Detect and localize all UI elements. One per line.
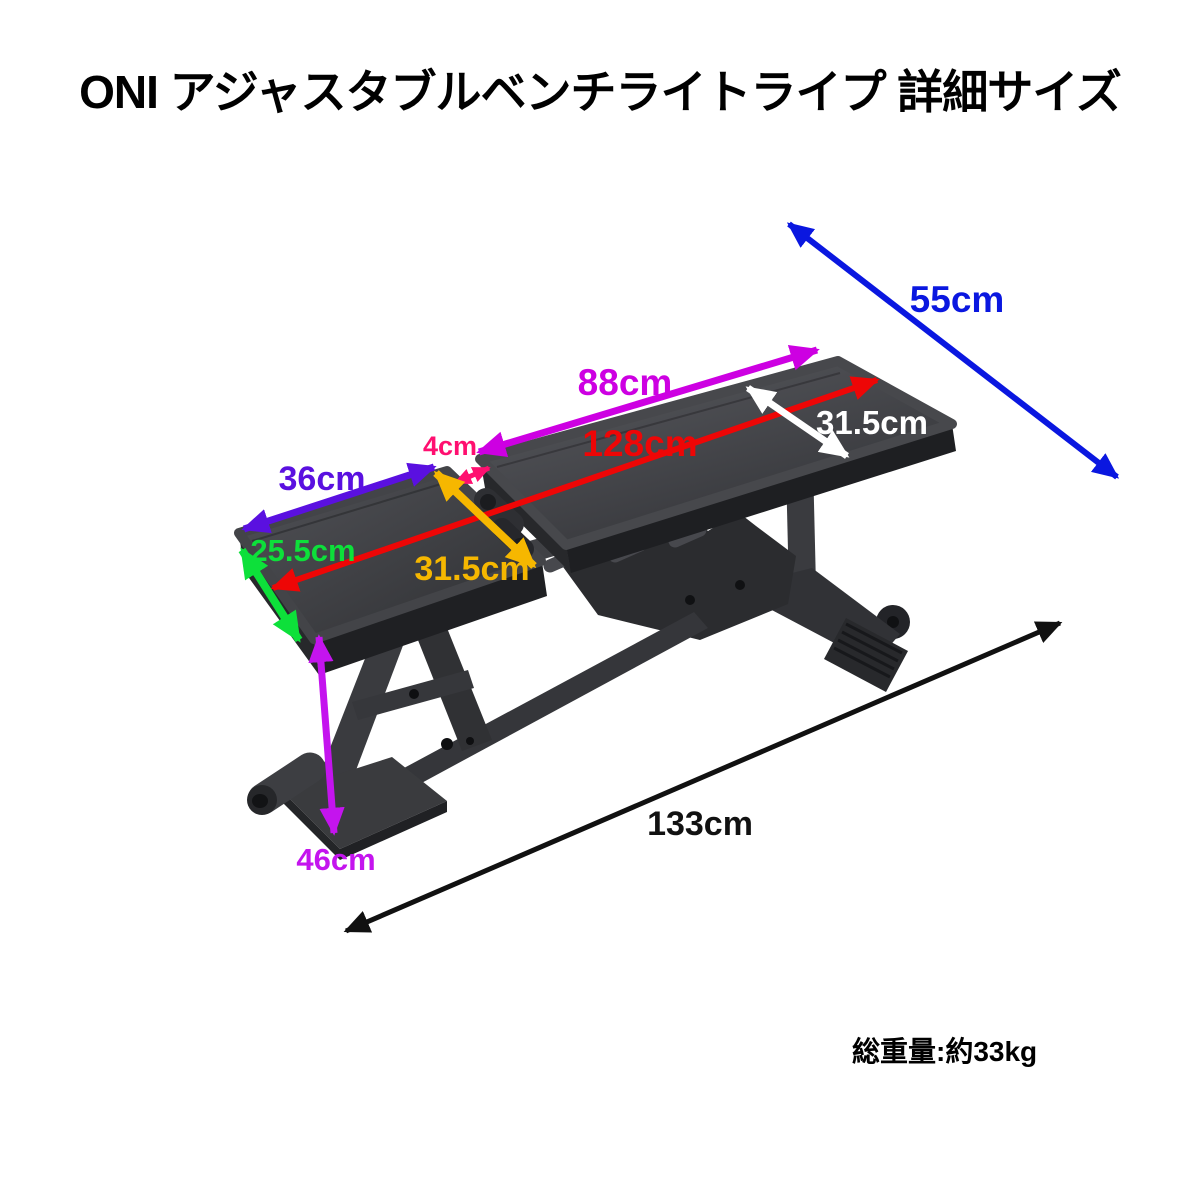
dim-arrow-133cm — [343, 620, 1063, 934]
dim-arrow-31-5cm-seat — [433, 470, 537, 569]
label-128cm: 128cm — [582, 423, 697, 464]
label-133cm: 133cm — [647, 805, 753, 843]
bolt — [409, 689, 419, 699]
dim-arrow-46cm — [308, 634, 345, 836]
dim-arrow-55cm — [786, 221, 1120, 480]
bolt — [466, 737, 474, 745]
hinge-bolt — [480, 494, 496, 510]
label-31-5cm-back: 31.5cm — [816, 404, 928, 441]
bolt — [441, 738, 453, 750]
label-55cm: 55cm — [910, 279, 1005, 320]
label-88cm: 88cm — [578, 362, 673, 403]
label-31-5cm-seat: 31.5cm — [414, 550, 529, 588]
bolt — [735, 580, 745, 590]
label-36cm: 36cm — [279, 460, 366, 498]
bolt — [685, 595, 695, 605]
dim-arrow-31-5cm-back — [745, 385, 850, 459]
label-46cm: 46cm — [296, 842, 375, 877]
page-title: ONI アジャスタブルベンチライトライプ 詳細サイズ — [79, 66, 1122, 118]
dim-arrow-25-5cm — [238, 547, 303, 643]
label-4cm: 4cm — [423, 431, 477, 461]
label-25-5cm: 25.5cm — [250, 533, 355, 568]
dimension-labels: 55cm 88cm 128cm 31.5cm 4cm 36cm 25.5cm 3… — [250, 279, 1004, 877]
dim-arrow-36cm — [241, 462, 437, 534]
total-weight-note: 総重量:約33kg — [852, 1036, 1038, 1067]
dimension-arrows — [238, 221, 1120, 934]
foot-tube-cap-hole — [252, 794, 268, 808]
